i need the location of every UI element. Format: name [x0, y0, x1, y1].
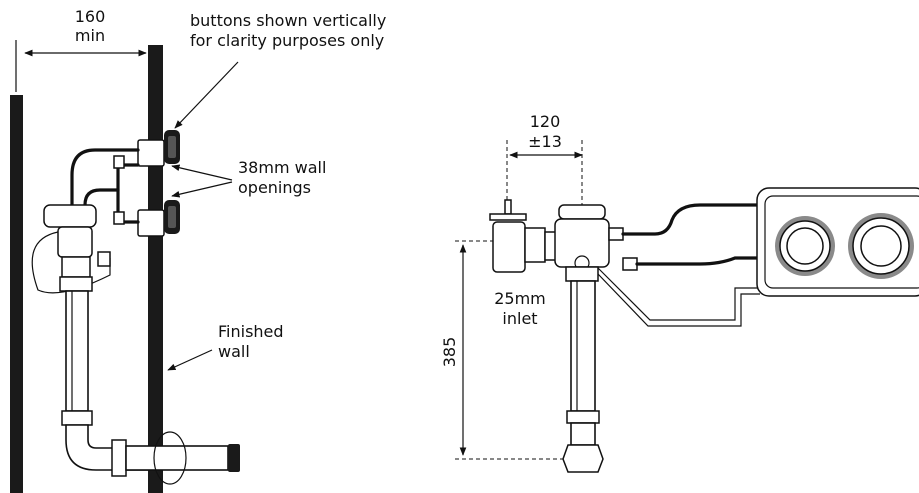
dimension-160-min: 160 min: [15, 7, 147, 92]
vertical-pipe-left: [61, 290, 151, 471]
callout-openings-line2: openings: [238, 178, 311, 197]
right-front-view: 120 ±13 385 25mm inlet: [440, 112, 919, 473]
callout-wall-line1: Finished: [218, 322, 284, 341]
finished-wall: [148, 45, 163, 493]
inlet-label-line2: inlet: [502, 309, 537, 328]
dimension-160-min-label: min: [75, 26, 105, 45]
dimension-160-value: 160: [75, 7, 106, 26]
callout-wall-line2: wall: [218, 342, 250, 361]
callout-finished-wall: Finished wall: [167, 322, 284, 371]
back-wall: [10, 95, 23, 493]
dimension-385-value: 385: [440, 337, 459, 368]
dimension-120: 120 ±13: [506, 112, 583, 212]
spud-pipe-left: [111, 431, 240, 485]
dimension-120-tolerance: ±13: [528, 132, 562, 151]
sensor-hoses-right: [597, 203, 762, 327]
callout-openings-line1: 38mm wall: [238, 158, 326, 177]
callout-wall-openings: 38mm wall openings: [171, 158, 326, 198]
left-side-view: 160 min buttons shown vertically for cla…: [10, 7, 386, 493]
callout-buttons-vertical: buttons shown vertically for clarity pur…: [174, 11, 386, 129]
flush-valve-left: [31, 204, 111, 294]
inlet-stop-valve: 25mm inlet: [489, 199, 560, 328]
dimension-385: 385: [440, 240, 570, 460]
control-panel: [756, 187, 919, 297]
callout-buttons-line1: buttons shown vertically: [190, 11, 386, 30]
dimension-120-value: 120: [530, 112, 561, 131]
flush-button-2: [848, 213, 914, 279]
inlet-label-line1: 25mm: [494, 289, 546, 308]
flush-valve-right: [554, 204, 610, 473]
callout-buttons-line2: for clarity purposes only: [190, 31, 384, 50]
flush-button-1: [775, 216, 835, 276]
push-button-upper: [137, 130, 180, 167]
